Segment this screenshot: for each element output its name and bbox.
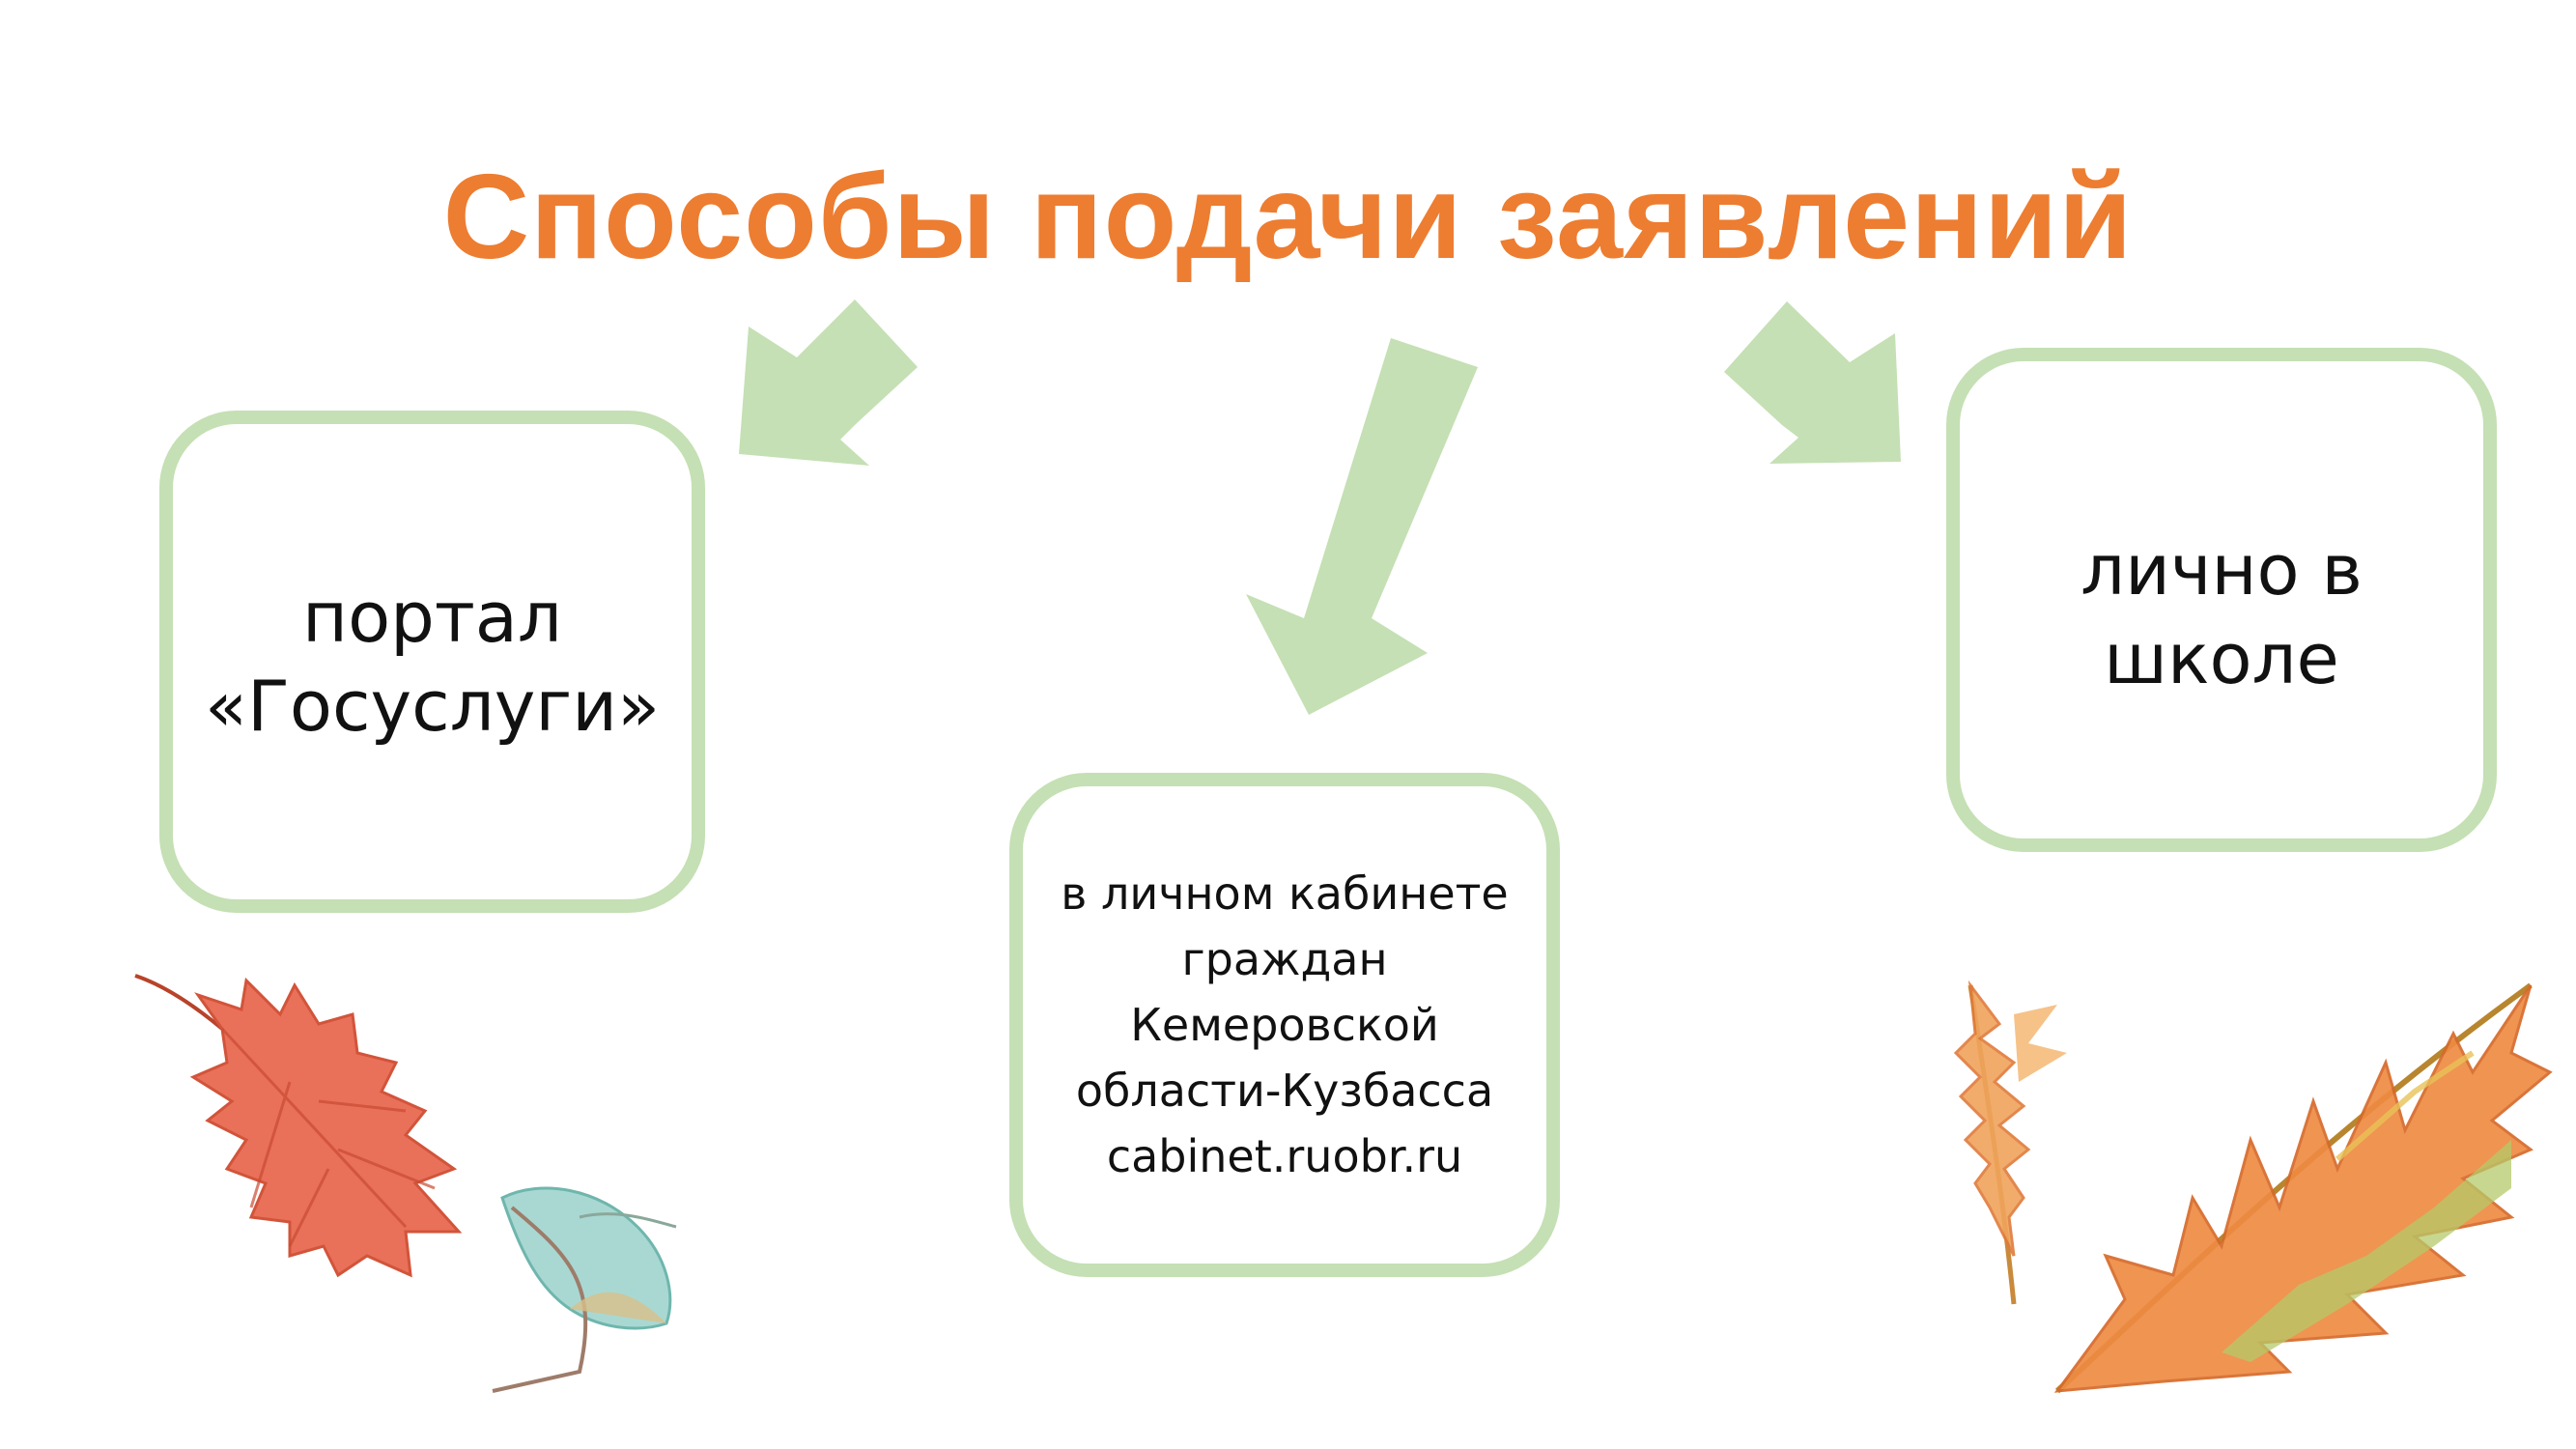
- arrow-middle-icon: [1246, 338, 1478, 715]
- small-orange-fern-leaf-icon: [1953, 980, 2067, 1305]
- method-box-cabinet: в личном кабинете граждан Кемеровской об…: [1009, 773, 1560, 1277]
- blue-leaf-icon: [492, 1186, 677, 1393]
- method-box-gosuslugi: портал «Госуслуги»: [159, 411, 705, 913]
- arrow-right-icon: [1724, 301, 1901, 464]
- slide-title: Способы подачи заявлений: [442, 151, 2134, 284]
- method-box-school: лично в школе: [1946, 348, 2497, 852]
- red-maple-leaf-icon: [134, 974, 463, 1278]
- method-label-school: лично в школе: [2081, 529, 2363, 699]
- arrow-left-icon: [739, 299, 918, 466]
- large-orange-fern-leaf-icon: [2053, 982, 2553, 1394]
- method-label-gosuslugi: портал «Госуслуги»: [204, 577, 661, 747]
- method-label-cabinet: в личном кабинете граждан Кемеровской об…: [1061, 867, 1509, 1182]
